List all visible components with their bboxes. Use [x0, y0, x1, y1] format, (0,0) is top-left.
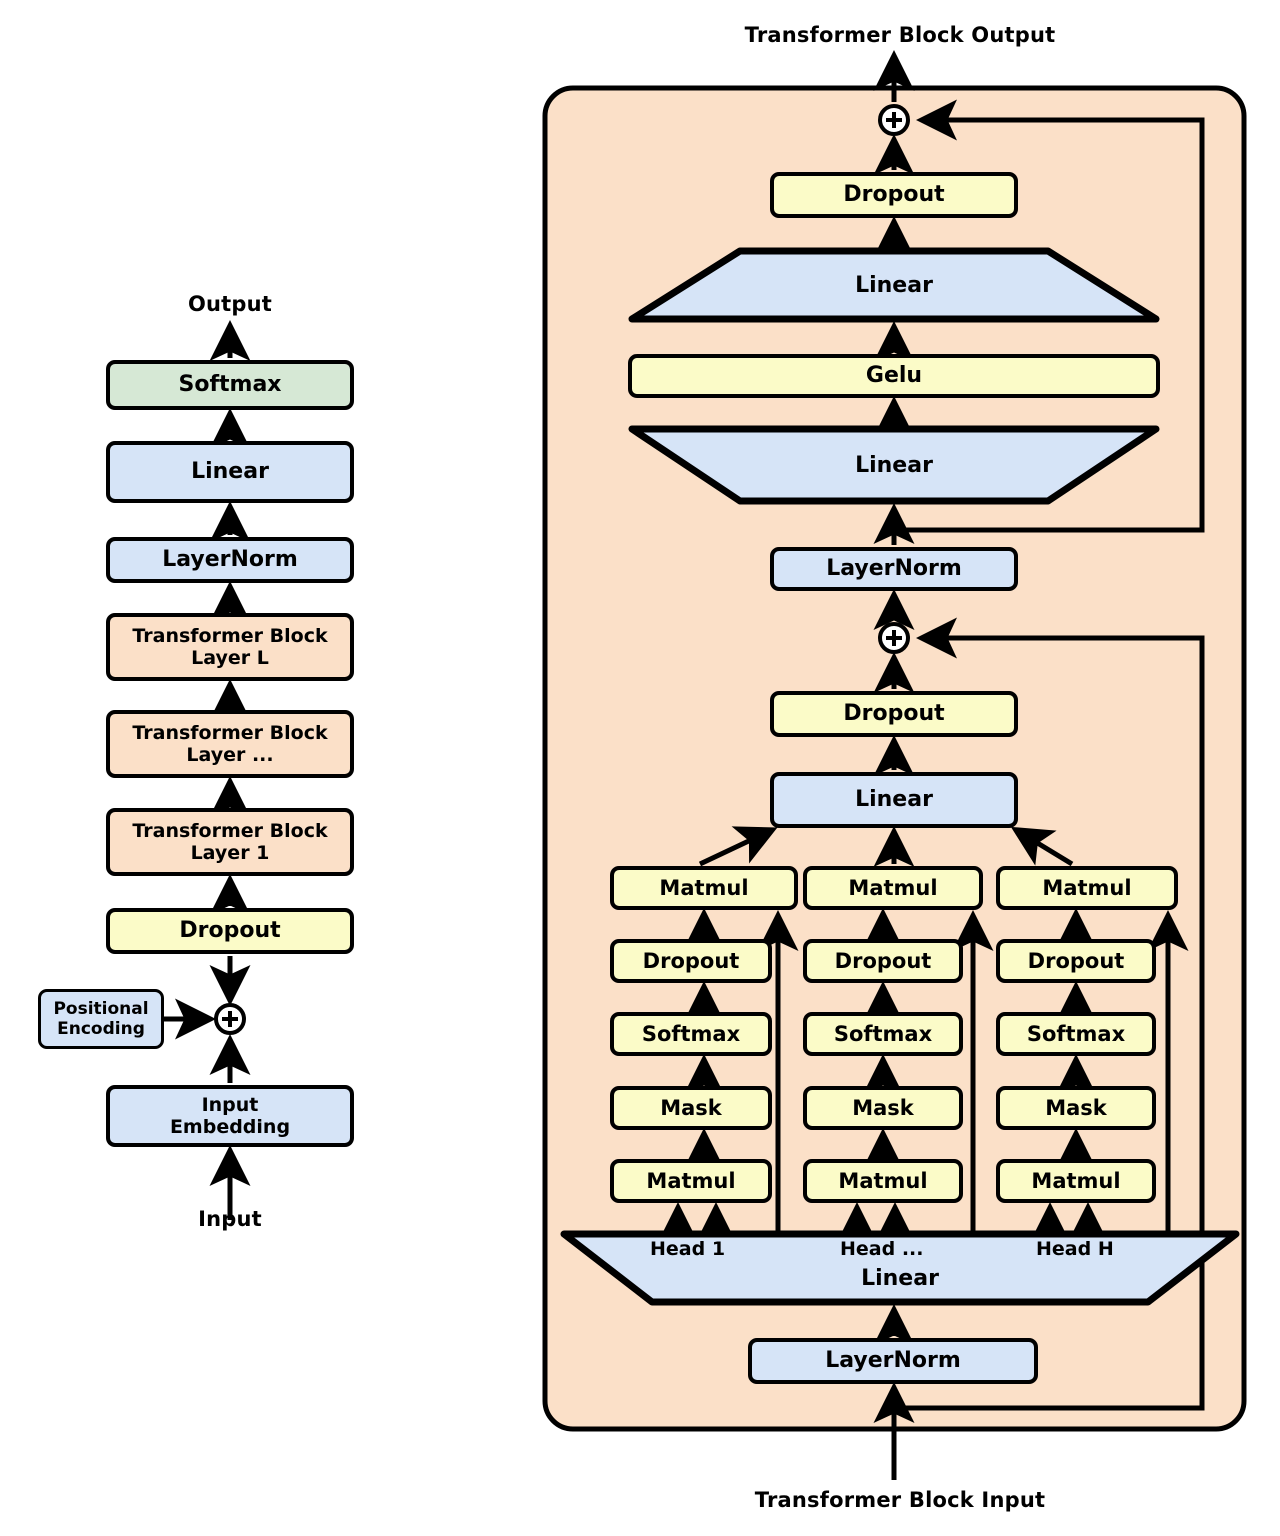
- head3-dropout[interactable]: Dropout: [996, 939, 1156, 983]
- node-qkv-linear[interactable]: Linear: [560, 1230, 1240, 1306]
- head2-matmul-qk[interactable]: Matmul: [803, 1159, 963, 1203]
- head3-matmul-qk[interactable]: Matmul: [996, 1159, 1156, 1203]
- node-label: Linear: [861, 1265, 939, 1291]
- head-label-1: Head 1: [650, 1238, 726, 1260]
- node-label: Transformer Block Layer L: [132, 624, 328, 669]
- node-dropout-embed[interactable]: Dropout: [106, 908, 354, 954]
- attn-residual-add-icon: [878, 622, 910, 654]
- head1-softmax[interactable]: Softmax: [610, 1012, 772, 1056]
- left-output-label: Output: [187, 292, 273, 316]
- head2-matmul-out[interactable]: Matmul: [803, 866, 983, 910]
- node-transformer-block-layer-dots[interactable]: Transformer Block Layer ...: [106, 710, 354, 778]
- head1-matmul-out[interactable]: Matmul: [610, 866, 798, 910]
- node-linear-head[interactable]: Linear: [106, 441, 354, 503]
- node-layernorm-final[interactable]: LayerNorm: [106, 537, 354, 583]
- node-mlp-gelu[interactable]: Gelu: [628, 354, 1160, 398]
- head-label-2: Head ...: [840, 1238, 924, 1260]
- left-input-label: Input: [198, 1207, 262, 1231]
- node-input-embedding[interactable]: Input Embedding: [106, 1085, 354, 1147]
- head3-matmul-out[interactable]: Matmul: [996, 866, 1178, 910]
- block-input-label: Transformer Block Input: [754, 1488, 1046, 1512]
- head2-mask[interactable]: Mask: [803, 1086, 963, 1130]
- left-residual-add-icon: [214, 1003, 246, 1035]
- head1-matmul-qk[interactable]: Matmul: [610, 1159, 772, 1203]
- mlp-residual-add-icon: [878, 104, 910, 136]
- node-mlp-linear-out[interactable]: Linear: [628, 247, 1160, 323]
- node-transformer-block-layer-1[interactable]: Transformer Block Layer 1: [106, 808, 354, 876]
- node-mlp-linear-in[interactable]: Linear: [628, 425, 1160, 505]
- node-label: Input Embedding: [169, 1093, 291, 1138]
- node-attn-dropout[interactable]: Dropout: [770, 691, 1018, 737]
- node-transformer-block-layer-l[interactable]: Transformer Block Layer L: [106, 613, 354, 681]
- node-mlp-layernorm[interactable]: LayerNorm: [770, 547, 1018, 591]
- node-label: Positional Encoding: [53, 998, 149, 1039]
- block-output-label: Transformer Block Output: [744, 23, 1056, 47]
- node-label: Transformer Block Layer ...: [132, 721, 328, 766]
- head2-softmax[interactable]: Softmax: [803, 1012, 963, 1056]
- head3-softmax[interactable]: Softmax: [996, 1012, 1156, 1056]
- head2-dropout[interactable]: Dropout: [803, 939, 963, 983]
- node-softmax[interactable]: Softmax: [106, 360, 354, 410]
- node-attn-layernorm[interactable]: LayerNorm: [748, 1338, 1038, 1384]
- node-label: Linear: [855, 272, 933, 298]
- node-attn-proj-linear[interactable]: Linear: [770, 772, 1018, 828]
- node-label: Transformer Block Layer 1: [132, 819, 328, 864]
- node-positional-encoding[interactable]: Positional Encoding: [38, 989, 164, 1049]
- node-mlp-dropout[interactable]: Dropout: [770, 172, 1018, 218]
- head3-mask[interactable]: Mask: [996, 1086, 1156, 1130]
- head1-dropout[interactable]: Dropout: [610, 939, 772, 983]
- head1-mask[interactable]: Mask: [610, 1086, 772, 1130]
- head-label-3: Head H: [1036, 1238, 1114, 1260]
- node-label: Linear: [855, 452, 933, 478]
